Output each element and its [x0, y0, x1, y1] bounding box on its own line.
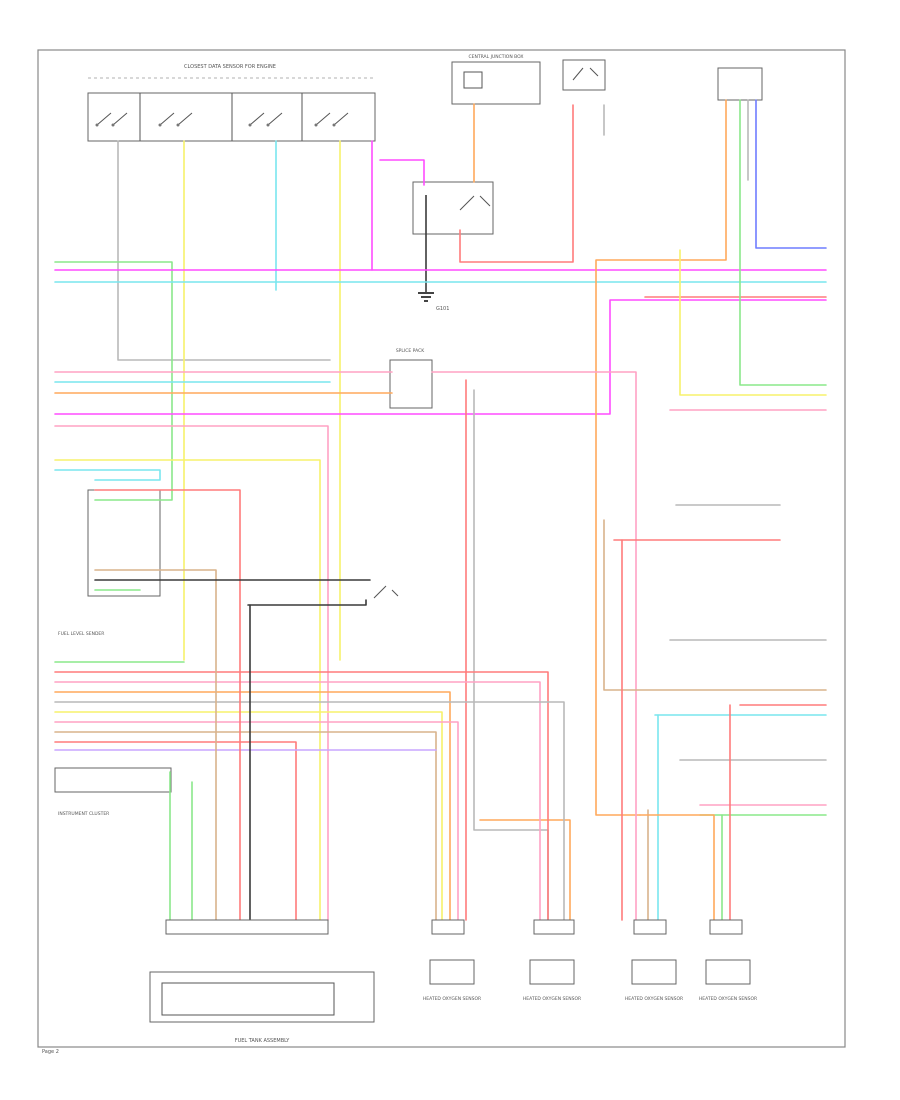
cluster-caption: INSTRUMENT CLUSTER [58, 811, 109, 817]
wire [54, 701, 565, 921]
wires [54, 99, 827, 921]
oxygen-sensor-4 [705, 959, 751, 985]
brake-switch [373, 585, 399, 599]
wire [54, 691, 451, 921]
wire [379, 159, 425, 186]
oxygen-sensor-1 [429, 959, 475, 985]
diagram-frame [37, 49, 846, 1048]
ground-g101: G101 [418, 195, 449, 312]
oxygen-sensor-caption-1: HEATED OXYGEN SENSOR [423, 996, 481, 1002]
wire [54, 711, 443, 921]
ground-caption: G101 [436, 306, 449, 312]
wire [54, 741, 297, 921]
wire [54, 459, 321, 921]
wire [459, 104, 574, 263]
relay-box [562, 59, 606, 91]
wire [603, 519, 827, 691]
oxygen-sensor-caption-3: HEATED OXYGEN SENSOR [625, 996, 683, 1002]
fuel-tank-caption: FUEL TANK ASSEMBLY [235, 1038, 291, 1044]
relay-fuel-pump [412, 181, 494, 235]
wire [54, 299, 827, 415]
wire [431, 371, 637, 921]
wire [247, 599, 367, 606]
oxygen-sensor-2 [529, 959, 575, 985]
wire [54, 469, 161, 481]
top-connector-caption: CLOSEST DATA SENSOR FOR ENGINE [184, 64, 276, 70]
wire [54, 681, 541, 921]
wire [639, 814, 715, 921]
wire [54, 721, 459, 921]
wire [54, 671, 549, 921]
top-connector: CLOSEST DATA SENSOR FOR ENGINE [87, 64, 376, 142]
page-footer: Page 2 [42, 1049, 59, 1055]
wire [94, 489, 241, 921]
cluster-connector [87, 489, 161, 597]
wire [94, 569, 217, 921]
fuel-tank-assembly: FUEL TANK ASSEMBLY [149, 971, 375, 1044]
pin-rows [165, 919, 743, 935]
fuel-level-caption: FUEL LEVEL SENDER [58, 631, 104, 637]
oxygen-sensor-caption-4: HEATED OXYGEN SENSOR [699, 996, 757, 1002]
wire [739, 99, 827, 386]
wire [595, 99, 727, 816]
switch-group [95, 112, 349, 127]
fuse-block: CENTRAL JUNCTION BOX [451, 54, 541, 105]
oxygen-sensor-3 [631, 959, 677, 985]
pcm-connector [717, 67, 763, 101]
wire [54, 261, 173, 501]
wire [679, 249, 827, 396]
instrument-cluster: INSTRUMENT CLUSTER FUEL LEVEL SENDER [54, 631, 172, 817]
wire [54, 731, 437, 921]
wire [117, 140, 331, 361]
oxygen-sensor-caption-2: HEATED OXYGEN SENSOR [523, 996, 581, 1002]
wire [755, 99, 827, 249]
oxygen-sensors: HEATED OXYGEN SENSOR HEATED OXYGEN SENSO… [423, 959, 757, 1002]
wire [479, 819, 571, 921]
wire [473, 389, 549, 921]
splice-pack: SPLICE PACK [389, 348, 433, 409]
wire [54, 425, 329, 921]
splice-caption: SPLICE PACK [396, 348, 425, 354]
fuse-block-caption: CENTRAL JUNCTION BOX [469, 54, 524, 60]
